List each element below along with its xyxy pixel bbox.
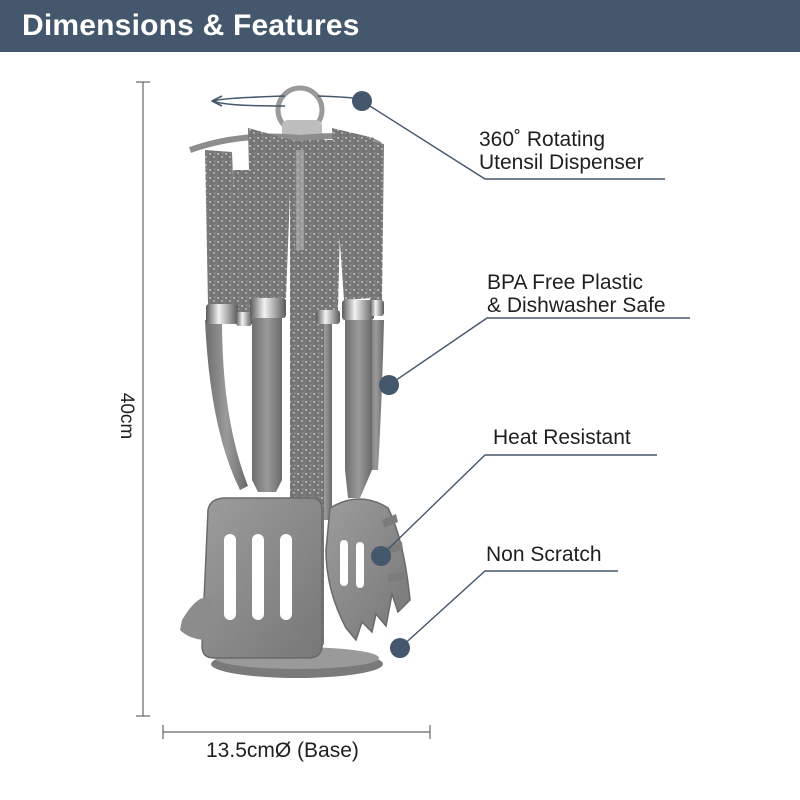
callout-dot-scratch bbox=[390, 638, 410, 658]
height-dimension-line bbox=[136, 81, 150, 717]
callout-dot-heat bbox=[371, 546, 391, 566]
feature-bpa-free: BPA Free Plastic & Dishwasher Safe bbox=[487, 271, 666, 317]
callout-lines bbox=[361, 100, 690, 649]
page-title: Dimensions & Features bbox=[22, 9, 360, 42]
base-dimension-line bbox=[162, 725, 431, 739]
feature-bpa-line1: BPA Free Plastic bbox=[487, 271, 644, 294]
feature-rotating-line1: 360˚ Rotating bbox=[479, 128, 606, 151]
feature-bpa-line2: & Dishwasher Safe bbox=[487, 294, 666, 317]
feature-non-scratch: Non Scratch bbox=[486, 543, 602, 566]
pasta-server bbox=[325, 498, 411, 642]
turner-shaft bbox=[252, 318, 282, 492]
base-dimension-label: 13.5cmØ (Base) bbox=[206, 739, 359, 762]
feature-rotating: 360˚ Rotating Utensil Dispenser bbox=[479, 128, 644, 174]
feature-heat-resistant: Heat Resistant bbox=[493, 426, 631, 449]
feature-heat-line1: Heat Resistant bbox=[493, 426, 631, 449]
feature-rotating-line2: Utensil Dispenser bbox=[479, 151, 644, 174]
height-dimension-label: 40cm bbox=[116, 392, 138, 440]
callout-dot-rotating bbox=[352, 91, 372, 111]
callout-dot-bpa bbox=[379, 375, 399, 395]
feature-scratch-line1: Non Scratch bbox=[486, 543, 602, 566]
utensil-handles bbox=[205, 128, 384, 312]
rotate-arrow-icon bbox=[211, 95, 363, 107]
header-bar: Dimensions & Features bbox=[0, 0, 800, 52]
